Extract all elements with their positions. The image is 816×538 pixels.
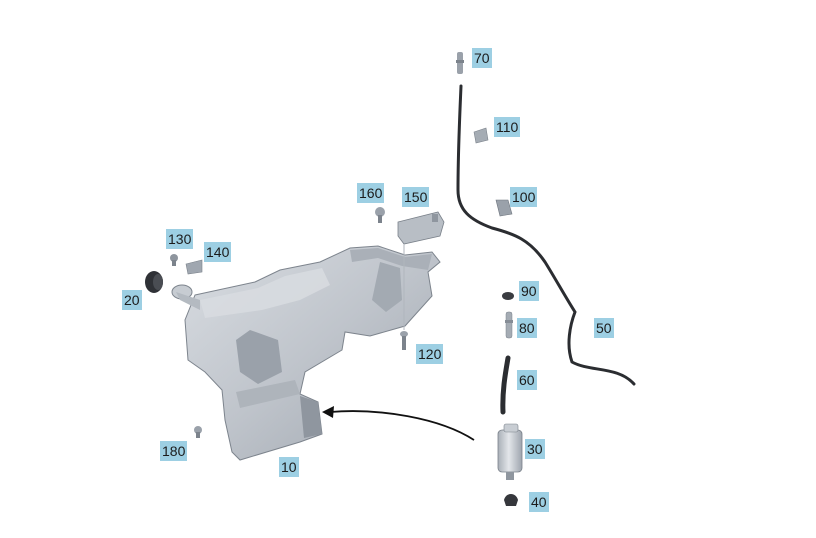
callout-90[interactable]: 90	[519, 281, 539, 301]
screw-120-part	[400, 331, 408, 350]
callout-100[interactable]: 100	[510, 187, 538, 207]
bolt-160-part	[375, 207, 385, 223]
callout-150[interactable]: 150	[402, 187, 430, 207]
filler-cap-part	[145, 271, 163, 293]
washer-pump-30-part	[497, 423, 523, 480]
callout-30[interactable]: 30	[525, 439, 545, 459]
washer-hose-50-part	[456, 84, 636, 386]
callout-80[interactable]: 80	[517, 318, 537, 338]
reservoir-tank-part	[171, 245, 441, 461]
bracket-140-part	[185, 259, 203, 275]
callout-60[interactable]: 60	[517, 370, 537, 390]
callout-40[interactable]: 40	[529, 492, 549, 512]
grommet-40-part	[504, 494, 518, 506]
clip-130-part	[170, 254, 178, 266]
callout-50[interactable]: 50	[594, 318, 614, 338]
grommet-90-part	[502, 292, 514, 300]
connector-70-part	[456, 52, 464, 74]
mounting-bracket-150-part	[397, 211, 445, 330]
callout-70[interactable]: 70	[472, 48, 492, 68]
connector-80-part	[505, 311, 513, 339]
clip-100-part	[495, 199, 513, 217]
callout-130[interactable]: 130	[166, 229, 194, 249]
callout-120[interactable]: 120	[416, 344, 444, 364]
callout-20[interactable]: 20	[122, 290, 142, 310]
callout-160[interactable]: 160	[357, 183, 385, 203]
clip-110-part	[473, 127, 489, 144]
hose-60-part	[500, 355, 511, 415]
callout-180[interactable]: 180	[160, 441, 188, 461]
callout-10[interactable]: 10	[279, 457, 299, 477]
assembly-arrow	[322, 406, 475, 441]
screw-180-part	[194, 426, 202, 438]
callout-140[interactable]: 140	[204, 242, 232, 262]
callout-110[interactable]: 110	[494, 117, 521, 137]
